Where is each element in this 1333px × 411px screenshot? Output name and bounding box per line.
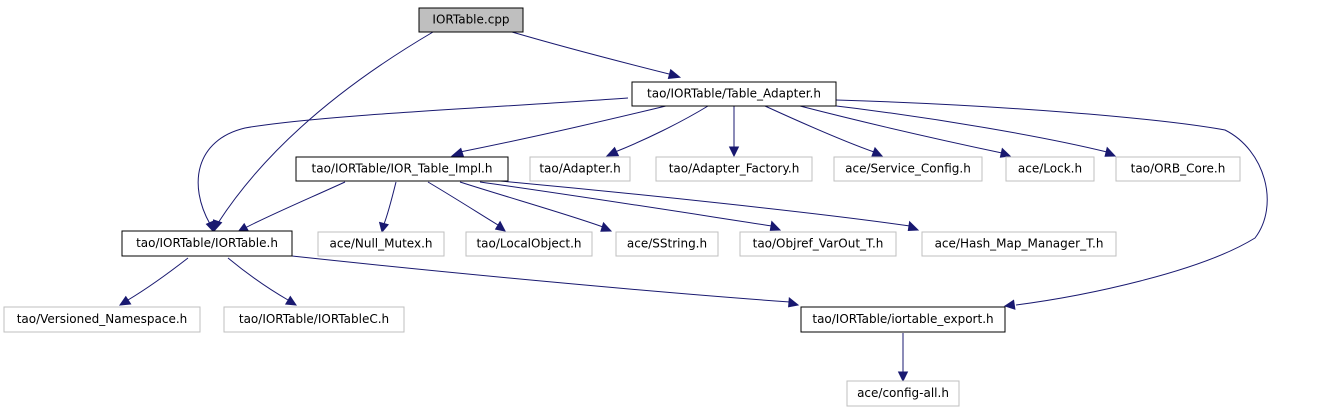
- node-label: ace/Hash_Map_Manager_T.h: [935, 237, 1104, 251]
- node-label: tao/IORTable/IOR_Table_Impl.h: [312, 162, 493, 176]
- node-localobject-h[interactable]: tao/LocalObject.h: [465, 231, 593, 257]
- edge-table-adapter-h-to-iortable-export-h: [835, 99, 1268, 310]
- node-label: tao/Adapter.h: [539, 162, 620, 176]
- node-service-config-h[interactable]: ace/Service_Config.h: [833, 156, 983, 182]
- node-adapter-factory-h[interactable]: tao/Adapter_Factory.h: [655, 156, 813, 182]
- edge-iortable-h-to-iortablec-h: [227, 257, 298, 306]
- edge-table-adapter-h-to-service-config-h: [764, 105, 884, 157]
- node-lock-h[interactable]: ace/Lock.h: [1005, 156, 1095, 182]
- edge-ior-table-impl-h-to-objref-varout-t-h: [479, 181, 782, 231]
- edge-table-adapter-h-to-lock-h: [799, 105, 1012, 158]
- node-table-adapter-h[interactable]: tao/IORTable/Table_Adapter.h: [631, 81, 837, 107]
- edge-ior-table-impl-h-to-sstring-h: [459, 181, 613, 232]
- node-label: tao/Adapter_Factory.h: [669, 162, 800, 176]
- edges: [118, 31, 1268, 383]
- edge-table-adapter-h-to-ior-table-impl-h: [450, 104, 671, 158]
- node-orb-core-h[interactable]: tao/ORB_Core.h: [1115, 156, 1241, 182]
- edge-iortable-cpp-to-table-adapter-h: [511, 31, 682, 79]
- edge-iortable-export-h-to-config-all-h: [897, 333, 909, 383]
- node-label: ace/config-all.h: [857, 386, 949, 400]
- edge-iortable-h-to-iortable-export-h: [291, 255, 800, 308]
- node-versioned-namespace-h[interactable]: tao/Versioned_Namespace.h: [3, 306, 201, 333]
- edge-iortable-cpp-to-iortable-h: [212, 31, 434, 233]
- node-iortable-h[interactable]: tao/IORTable/IORTable.h: [121, 230, 293, 257]
- node-label: tao/IORTable/iortable_export.h: [812, 312, 993, 326]
- edge-ior-table-impl-h-to-null-mutex-h: [378, 181, 397, 234]
- node-label: ace/Service_Config.h: [845, 162, 971, 176]
- node-label: tao/LocalObject.h: [476, 237, 581, 251]
- node-iortable-cpp[interactable]: IORTable.cpp: [418, 7, 524, 33]
- node-null-mutex-h[interactable]: ace/Null_Mutex.h: [317, 231, 445, 257]
- edge-ior-table-impl-h-to-localobject-h: [427, 181, 506, 232]
- edge-iortable-h-to-versioned-namespace-h: [118, 257, 189, 306]
- node-label: ace/Lock.h: [1018, 162, 1082, 176]
- node-adapter-h[interactable]: tao/Adapter.h: [529, 156, 631, 182]
- node-ior-table-impl-h[interactable]: tao/IORTable/IOR_Table_Impl.h: [295, 156, 509, 182]
- node-objref-varout-t-h[interactable]: tao/Objref_VarOut_T.h: [739, 231, 897, 257]
- node-iortablec-h[interactable]: tao/IORTable/IORTableC.h: [223, 306, 405, 333]
- node-label: tao/Versioned_Namespace.h: [17, 312, 188, 326]
- node-label: tao/IORTable/Table_Adapter.h: [647, 87, 821, 101]
- node-label: ace/SString.h: [627, 237, 707, 251]
- node-hash-map-manager-t-h[interactable]: ace/Hash_Map_Manager_T.h: [921, 231, 1117, 257]
- node-label: tao/IORTable/IORTable.h: [136, 236, 278, 250]
- nodes: IORTable.cpp tao/IORTable/Table_Adapter.…: [3, 7, 1241, 407]
- node-config-all-h[interactable]: ace/config-all.h: [846, 380, 960, 407]
- edge-table-adapter-h-to-iortable-h: [197, 97, 629, 233]
- node-label: tao/IORTable/IORTableC.h: [239, 312, 389, 326]
- edge-ior-table-impl-h-to-hash-map-manager-t-h: [499, 180, 920, 232]
- node-iortable-export-h[interactable]: tao/IORTable/iortable_export.h: [800, 306, 1006, 333]
- edge-table-adapter-h-to-orb-core-h: [819, 103, 1117, 157]
- node-label: IORTable.cpp: [432, 13, 509, 27]
- node-sstring-h[interactable]: ace/SString.h: [615, 231, 719, 257]
- edge-table-adapter-h-to-adapter-factory-h: [728, 106, 740, 158]
- edge-ior-table-impl-h-to-iortable-h: [236, 181, 346, 233]
- edge-table-adapter-h-to-adapter-h: [605, 105, 709, 157]
- node-label: ace/Null_Mutex.h: [330, 237, 433, 251]
- node-label: tao/Objref_VarOut_T.h: [753, 237, 884, 251]
- node-label: tao/ORB_Core.h: [1131, 162, 1226, 176]
